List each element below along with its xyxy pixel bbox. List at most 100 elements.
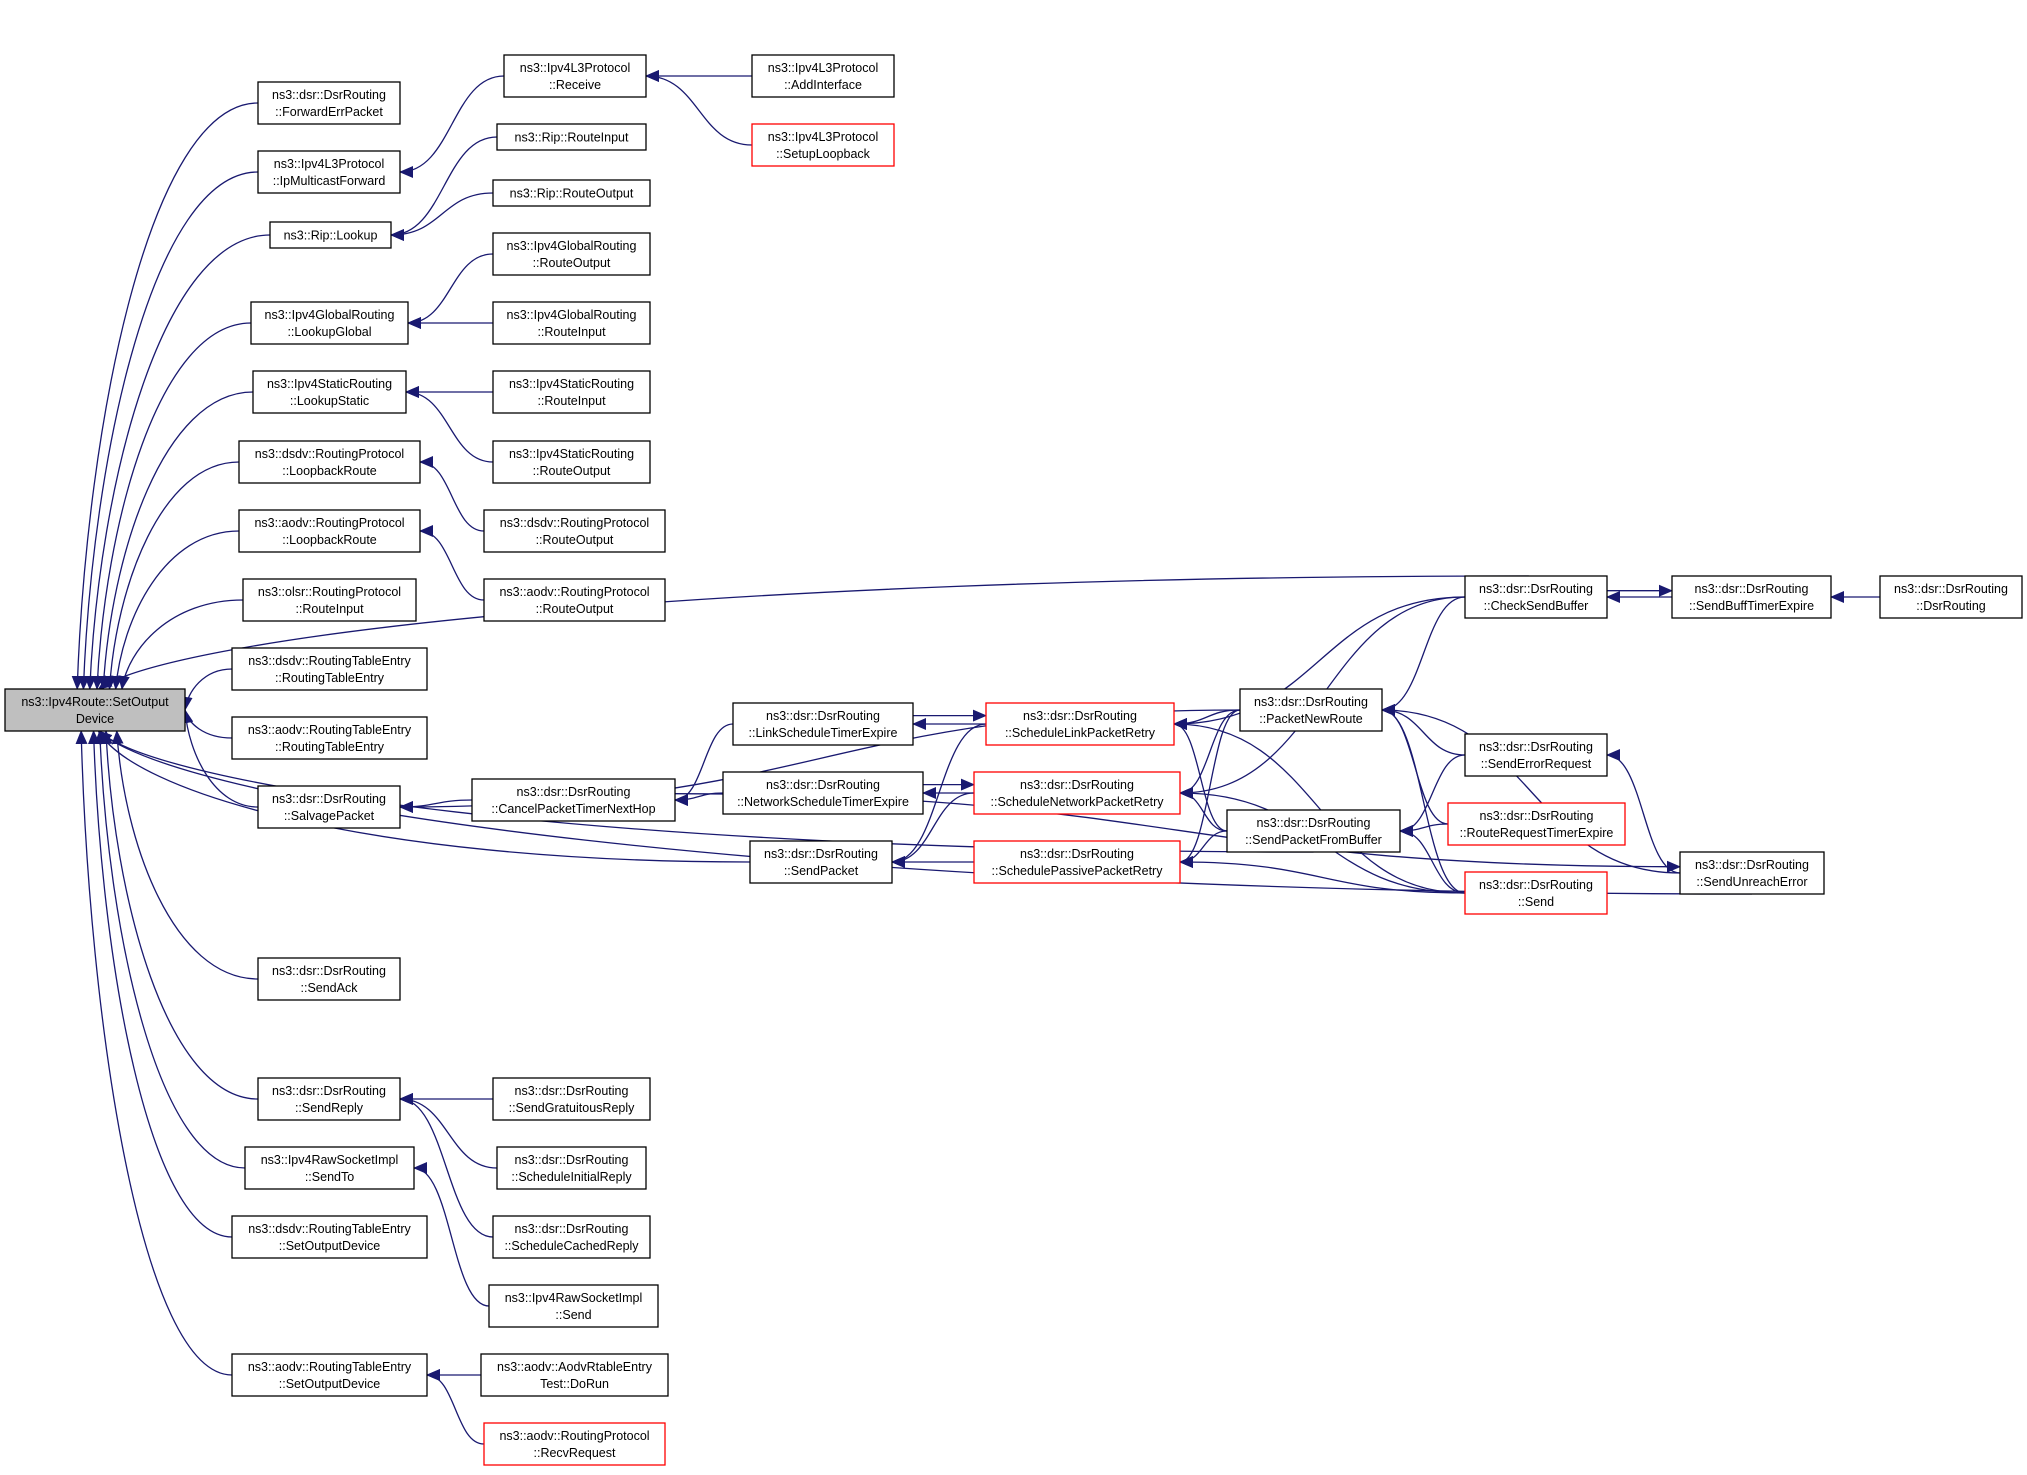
node-box[interactable] (1679, 851, 1825, 895)
node-box[interactable] (483, 1422, 666, 1466)
node-static-routeoutput[interactable]: ns3::Ipv4StaticRouting::RouteOutput (492, 440, 651, 484)
node-box[interactable] (480, 1353, 669, 1397)
node-ipv4l3-addinterface[interactable]: ns3::Ipv4L3Protocol::AddInterface (751, 54, 895, 98)
node-box[interactable] (1239, 688, 1383, 732)
node-dsdv-rte-setout[interactable]: ns3::dsdv::RoutingTableEntry::SetOutputD… (231, 1215, 428, 1259)
node-box[interactable] (1464, 575, 1608, 619)
node-box[interactable] (492, 440, 651, 484)
node-forward-err-packet[interactable]: ns3::dsr::DsrRouting::ForwardErrPacket (257, 81, 401, 125)
node-box[interactable] (496, 123, 647, 151)
node-box[interactable] (492, 232, 651, 276)
node-box[interactable] (749, 840, 893, 884)
node-global-routeoutput[interactable]: ns3::Ipv4GlobalRouting::RouteOutput (492, 232, 651, 276)
node-box[interactable] (257, 785, 401, 829)
node-box[interactable] (231, 716, 428, 760)
node-box[interactable] (751, 123, 895, 167)
node-box[interactable] (492, 179, 651, 207)
node-box[interactable] (257, 81, 401, 125)
node-box[interactable] (1226, 809, 1401, 853)
node-send-packet-from-buffer[interactable]: ns3::dsr::DsrRouting::SendPacketFromBuff… (1226, 809, 1401, 853)
node-send-reply[interactable]: ns3::dsr::DsrRouting::SendReply (257, 1077, 401, 1121)
node-box[interactable] (492, 301, 651, 345)
node-aodv-routeoutput[interactable]: ns3::aodv::RoutingProtocol::RouteOutput (483, 578, 666, 622)
node-box[interactable] (231, 1215, 428, 1259)
node-box[interactable] (985, 702, 1175, 746)
node-olsr-routeinput[interactable]: ns3::olsr::RoutingProtocol::RouteInput (242, 578, 417, 622)
node-route-request-timer[interactable]: ns3::dsr::DsrRouting::RouteRequestTimerE… (1447, 802, 1626, 846)
node-dsdv-routeoutput[interactable]: ns3::dsdv::RoutingProtocol::RouteOutput (483, 509, 666, 553)
node-ipv4global-lookupglobal[interactable]: ns3::Ipv4GlobalRouting::LookupGlobal (250, 301, 409, 345)
node-link-schedule-timer[interactable]: ns3::dsr::DsrRouting::LinkScheduleTimerE… (732, 702, 914, 746)
node-ip-multicast-forward[interactable]: ns3::Ipv4L3Protocol::IpMulticastForward (257, 150, 401, 194)
node-box[interactable] (1671, 575, 1832, 619)
node-salvage-packet[interactable]: ns3::dsr::DsrRouting::SalvagePacket (257, 785, 401, 829)
node-box[interactable] (488, 1284, 659, 1328)
node-dsr-send[interactable]: ns3::dsr::DsrRouting::Send (1464, 871, 1608, 915)
node-box[interactable] (483, 509, 666, 553)
node-rip-routeoutput[interactable]: ns3::Rip::RouteOutput (492, 179, 651, 207)
node-network-schedule-timer[interactable]: ns3::dsr::DsrRouting::NetworkScheduleTim… (722, 771, 924, 815)
node-box[interactable] (471, 778, 676, 822)
node-raw-sendto[interactable]: ns3::Ipv4RawSocketImpl::SendTo (244, 1146, 415, 1190)
node-ipv4l3-setuploopback[interactable]: ns3::Ipv4L3Protocol::SetupLoopback (751, 123, 895, 167)
node-schedule-initial-reply[interactable]: ns3::dsr::DsrRouting::ScheduleInitialRep… (496, 1146, 647, 1190)
node-box[interactable] (483, 578, 666, 622)
node-box[interactable] (252, 370, 407, 414)
node-box[interactable] (257, 1077, 401, 1121)
node-box[interactable] (257, 150, 401, 194)
node-box[interactable] (492, 1077, 651, 1121)
node-rip-routeinput[interactable]: ns3::Rip::RouteInput (496, 123, 647, 151)
node-box[interactable] (973, 840, 1181, 884)
node-schedule-passive-retry[interactable]: ns3::dsr::DsrRouting::SchedulePassivePac… (973, 840, 1181, 884)
node-box[interactable] (242, 578, 417, 622)
node-send-unreach-error[interactable]: ns3::dsr::DsrRouting::SendUnreachError (1679, 851, 1825, 895)
node-box[interactable] (244, 1146, 415, 1190)
node-send-buff-timer[interactable]: ns3::dsr::DsrRouting::SendBuffTimerExpir… (1671, 575, 1832, 619)
node-box[interactable] (257, 957, 401, 1001)
node-check-send-buffer[interactable]: ns3::dsr::DsrRouting::CheckSendBuffer (1464, 575, 1608, 619)
node-cancel-packet-timer[interactable]: ns3::dsr::DsrRouting::CancelPacketTimerN… (471, 778, 676, 822)
node-box[interactable] (492, 1215, 651, 1259)
node-raw-send[interactable]: ns3::Ipv4RawSocketImpl::Send (488, 1284, 659, 1328)
node-box[interactable] (492, 370, 651, 414)
node-static-routeinput[interactable]: ns3::Ipv4StaticRouting::RouteInput (492, 370, 651, 414)
node-box[interactable] (231, 647, 428, 691)
node-dsr-ctor[interactable]: ns3::dsr::DsrRouting::DsrRouting (1879, 575, 2023, 619)
node-aodv-loopback[interactable]: ns3::aodv::RoutingProtocol::LoopbackRout… (238, 509, 421, 553)
node-set-output-device[interactable]: ns3::Ipv4Route::SetOutputDevice (4, 688, 186, 732)
node-ipv4l3-receive[interactable]: ns3::Ipv4L3Protocol::Receive (503, 54, 647, 98)
node-box[interactable] (269, 221, 392, 249)
node-aodv-recvrequest[interactable]: ns3::aodv::RoutingProtocol::RecvRequest (483, 1422, 666, 1466)
node-send-packet[interactable]: ns3::dsr::DsrRouting::SendPacket (749, 840, 893, 884)
node-schedule-link-retry[interactable]: ns3::dsr::DsrRouting::ScheduleLinkPacket… (985, 702, 1175, 746)
node-box[interactable] (250, 301, 409, 345)
node-box[interactable] (732, 702, 914, 746)
node-box[interactable] (231, 1353, 428, 1397)
node-box[interactable] (1464, 871, 1608, 915)
node-packet-new-route[interactable]: ns3::dsr::DsrRouting::PacketNewRoute (1239, 688, 1383, 732)
node-dsdv-loopback[interactable]: ns3::dsdv::RoutingProtocol::LoopbackRout… (238, 440, 421, 484)
node-box[interactable] (238, 440, 421, 484)
node-global-routeinput[interactable]: ns3::Ipv4GlobalRouting::RouteInput (492, 301, 651, 345)
node-box[interactable] (751, 54, 895, 98)
node-send-ack[interactable]: ns3::dsr::DsrRouting::SendAck (257, 957, 401, 1001)
node-schedule-cached-reply[interactable]: ns3::dsr::DsrRouting::ScheduleCachedRepl… (492, 1215, 651, 1259)
node-box[interactable] (503, 54, 647, 98)
node-rip-lookup[interactable]: ns3::Rip::Lookup (269, 221, 392, 249)
node-box[interactable] (1464, 733, 1608, 777)
node-box[interactable] (496, 1146, 647, 1190)
node-box[interactable] (238, 509, 421, 553)
node-ipv4static-lookupstatic[interactable]: ns3::Ipv4StaticRouting::LookupStatic (252, 370, 407, 414)
node-send-gratuitous-reply[interactable]: ns3::dsr::DsrRouting::SendGratuitousRepl… (492, 1077, 651, 1121)
node-send-error-request[interactable]: ns3::dsr::DsrRouting::SendErrorRequest (1464, 733, 1608, 777)
node-dsdv-rte-ctor[interactable]: ns3::dsdv::RoutingTableEntry::RoutingTab… (231, 647, 428, 691)
node-aodv-rte-setout[interactable]: ns3::aodv::RoutingTableEntry::SetOutputD… (231, 1353, 428, 1397)
node-box[interactable] (4, 688, 186, 732)
node-box[interactable] (1447, 802, 1626, 846)
node-box[interactable] (1879, 575, 2023, 619)
node-box[interactable] (973, 771, 1181, 815)
node-box[interactable] (722, 771, 924, 815)
node-aodv-rte-ctor[interactable]: ns3::aodv::RoutingTableEntry::RoutingTab… (231, 716, 428, 760)
node-schedule-network-retry[interactable]: ns3::dsr::DsrRouting::ScheduleNetworkPac… (973, 771, 1181, 815)
